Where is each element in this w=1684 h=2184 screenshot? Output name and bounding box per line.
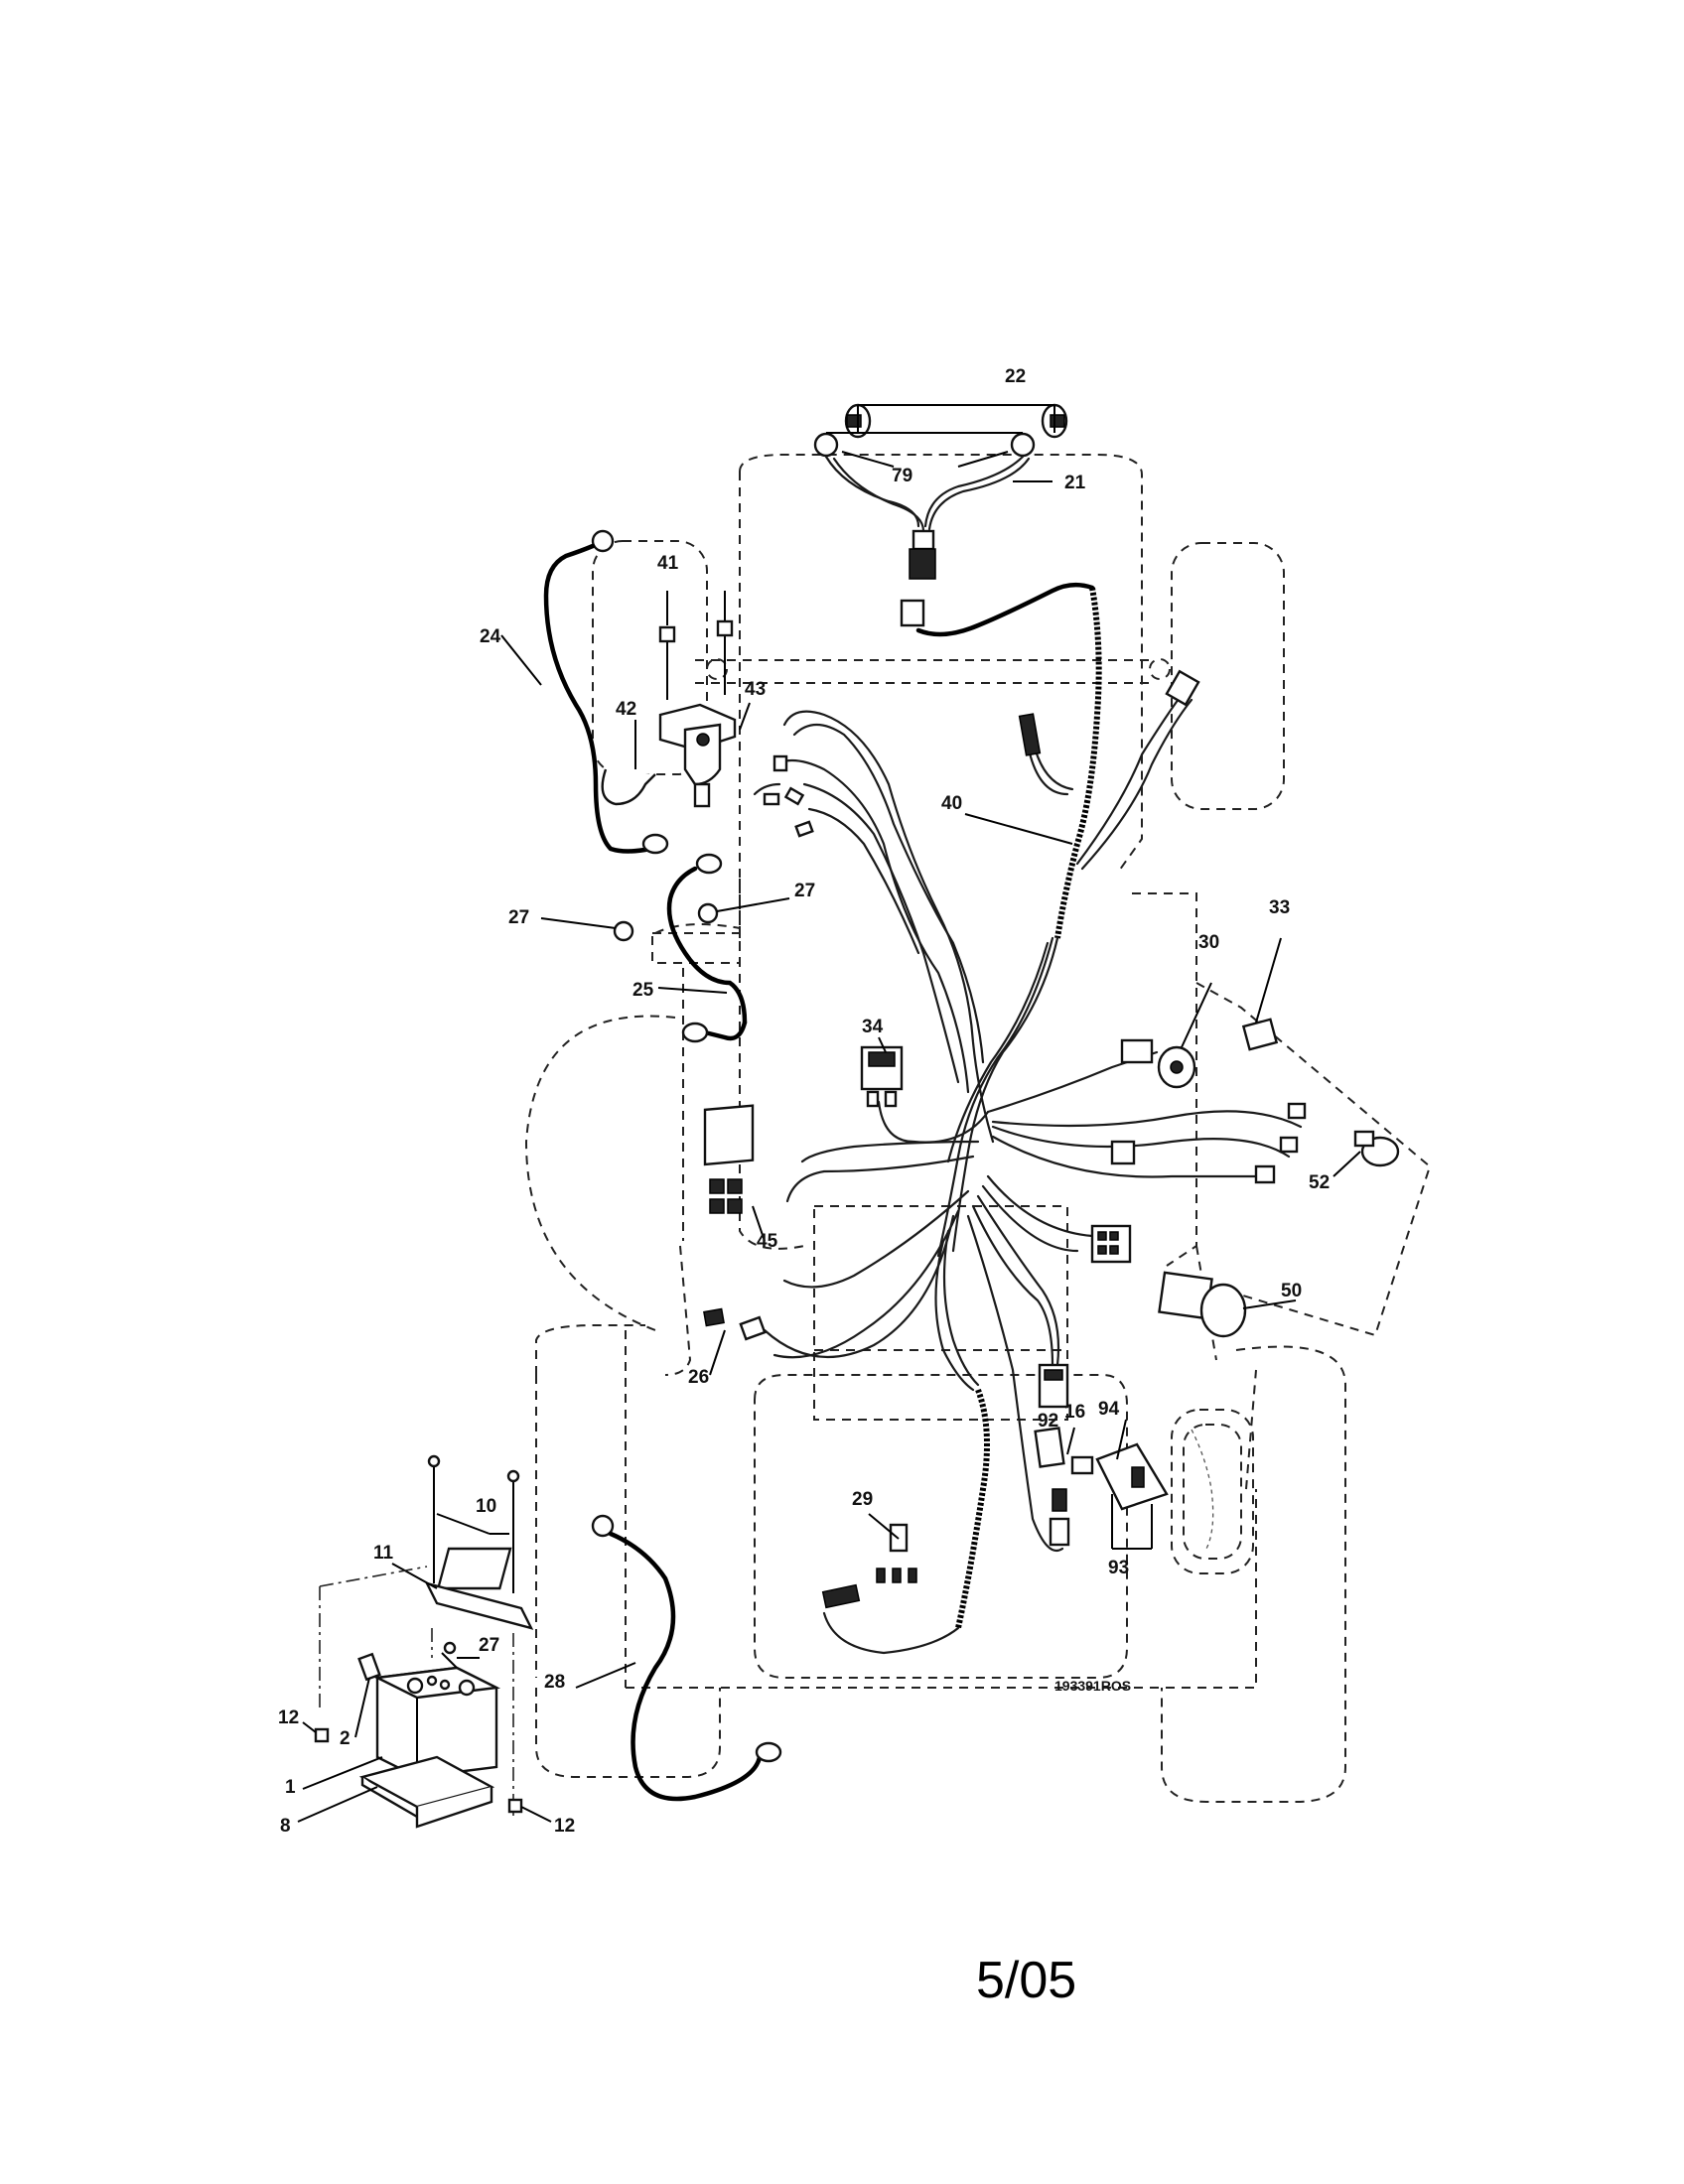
callout-12a: 12 [278, 1707, 299, 1728]
callout-27a: 27 [508, 907, 529, 928]
part-52-bulb [1333, 1130, 1400, 1177]
callout-16: 16 [1064, 1402, 1085, 1423]
callout-79: 79 [892, 466, 912, 486]
callout-26: 26 [688, 1367, 709, 1388]
callout-40: 40 [941, 793, 962, 814]
callout-94: 94 [1098, 1399, 1120, 1420]
page-number: 5/05 [976, 1952, 1076, 2009]
callout-50: 50 [1281, 1281, 1302, 1301]
lower-coil [821, 1388, 990, 1655]
drawing-number: 193391ROS [1054, 1678, 1131, 1694]
callout-41: 41 [657, 553, 679, 574]
part-26-fuse [703, 1307, 767, 1376]
callout-30: 30 [1198, 932, 1219, 953]
callout-29: 29 [852, 1489, 873, 1510]
tractor-outline [524, 454, 1432, 1803]
part-25-cable [657, 853, 748, 1043]
callout-1: 1 [285, 1777, 296, 1798]
callout-25: 25 [632, 980, 654, 1001]
part-27-nuts [540, 897, 790, 942]
headlight-harness [813, 403, 1068, 580]
part-92-16-94-93 [1034, 1419, 1169, 1550]
main-harness-conduit [900, 582, 1102, 939]
callout-8: 8 [280, 1816, 291, 1837]
battery-assembly [297, 1454, 552, 1829]
callout-52: 52 [1309, 1172, 1330, 1193]
part-24-cable [500, 529, 669, 855]
callouts: 22 79 21 41 24 42 43 40 27 27 25 33 30 3… [278, 366, 1330, 1837]
hold-down-bracket [424, 1581, 534, 1630]
callout-34: 34 [862, 1017, 884, 1037]
callout-24: 24 [480, 626, 501, 647]
callout-27c: 27 [479, 1635, 499, 1656]
part-33-switch [1241, 937, 1282, 1051]
part-30-key-switch [1157, 982, 1212, 1089]
callout-21: 21 [1064, 473, 1086, 493]
callout-27b: 27 [794, 881, 815, 901]
part-45-module [703, 1104, 766, 1242]
callout-45: 45 [757, 1231, 778, 1252]
callout-22: 22 [1005, 366, 1026, 387]
callout-33: 33 [1269, 897, 1290, 918]
callout-10: 10 [476, 1496, 496, 1517]
part-43-solenoid [658, 591, 751, 808]
callout-42: 42 [616, 699, 636, 720]
callout-12b: 12 [554, 1816, 575, 1837]
callout-93: 93 [1108, 1558, 1129, 1578]
part-50-switch [1158, 1271, 1297, 1338]
harness-connectors [763, 669, 1307, 1547]
callout-2: 2 [340, 1728, 351, 1749]
part-28-cable [575, 1514, 782, 1802]
part-34-switch [860, 1036, 904, 1108]
part-29-switch [436, 1513, 917, 1590]
callout-11: 11 [373, 1543, 394, 1564]
callout-92: 92 [1038, 1411, 1058, 1432]
callout-43: 43 [745, 679, 766, 700]
callout-28: 28 [544, 1672, 565, 1693]
part-42-boot [601, 720, 656, 806]
harness-wires [753, 693, 1303, 1552]
